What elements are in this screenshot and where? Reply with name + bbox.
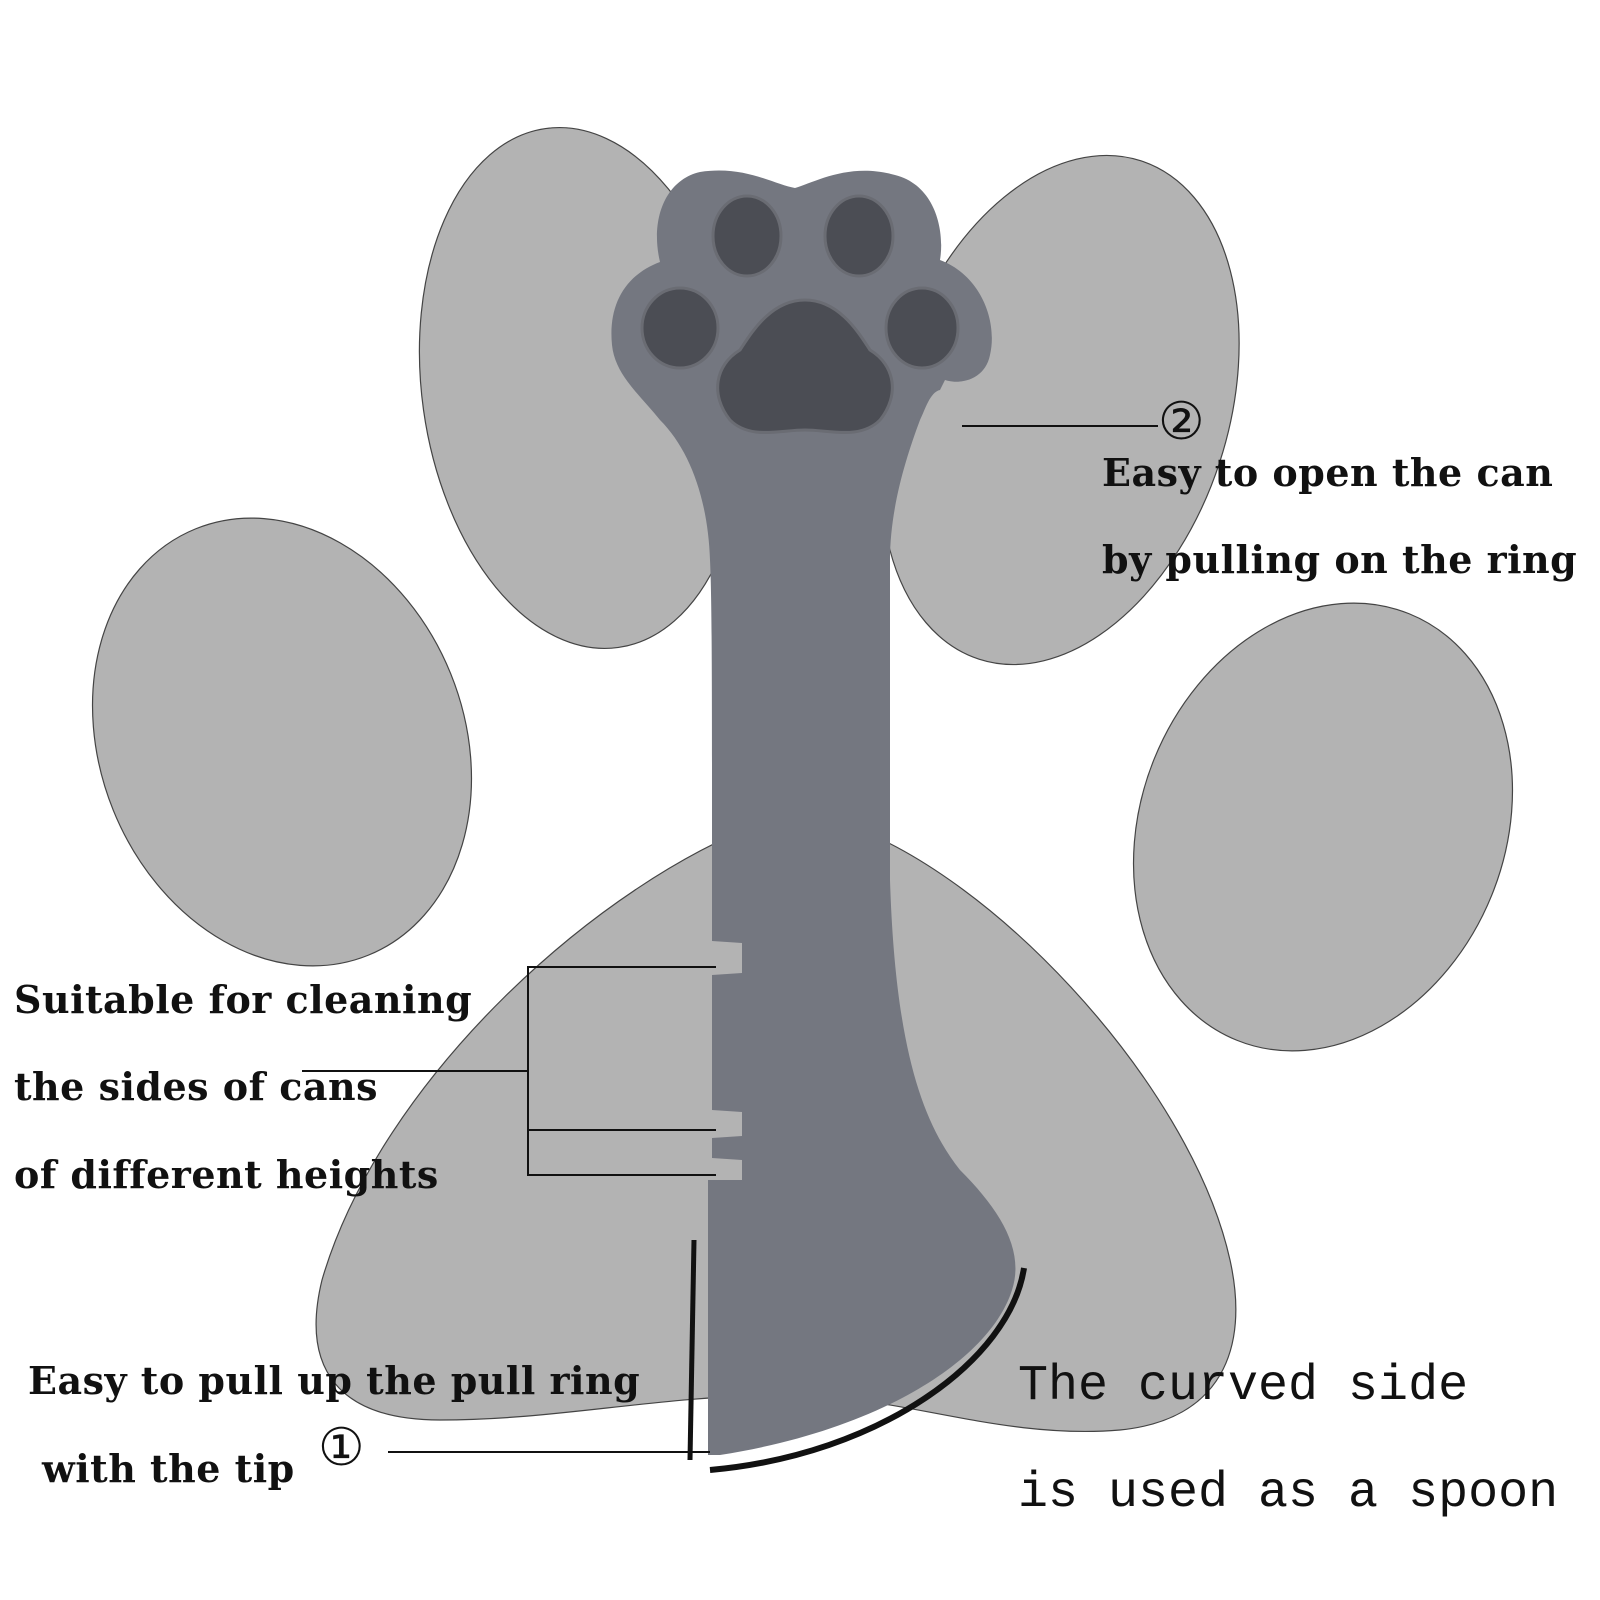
tool-toe-2 [823,194,895,278]
tip-edge-line [687,1239,697,1461]
callout-sides-line-2: the sides of cans [14,1064,378,1109]
callout-sides-line-1: Suitable for cleaning [14,977,473,1022]
toe-pad-left [91,517,473,967]
callout-2-line-1: Easy to open the can [1102,450,1554,495]
callout-2-line-2: by pulling on the ring [1102,537,1578,582]
tool-toe-1 [711,194,783,278]
tool-toe-3 [640,286,720,370]
tool-paw-pads [640,194,960,434]
callout-1-marker: ① [318,1418,365,1478]
callout-1-line-1: Easy to pull up the pull ring [28,1358,641,1403]
spoon-edge-line [709,1267,1027,1473]
can-opener-tool [611,170,1027,1473]
callout-spoon-line-2: is used as a spoon [1018,1465,1559,1522]
callout-2-marker: ② [1158,392,1205,452]
leader-lines [302,425,1158,1453]
tool-body [611,170,1016,1455]
callout-1-line-2: with the tip [42,1446,295,1491]
toe-pad-right [1132,602,1514,1052]
tool-toe-4 [884,286,960,370]
callout-sides-line-3: of different heights [14,1152,439,1197]
tool-main-pad [716,298,894,434]
callout-spoon-line-1: The curved side [1018,1358,1469,1415]
